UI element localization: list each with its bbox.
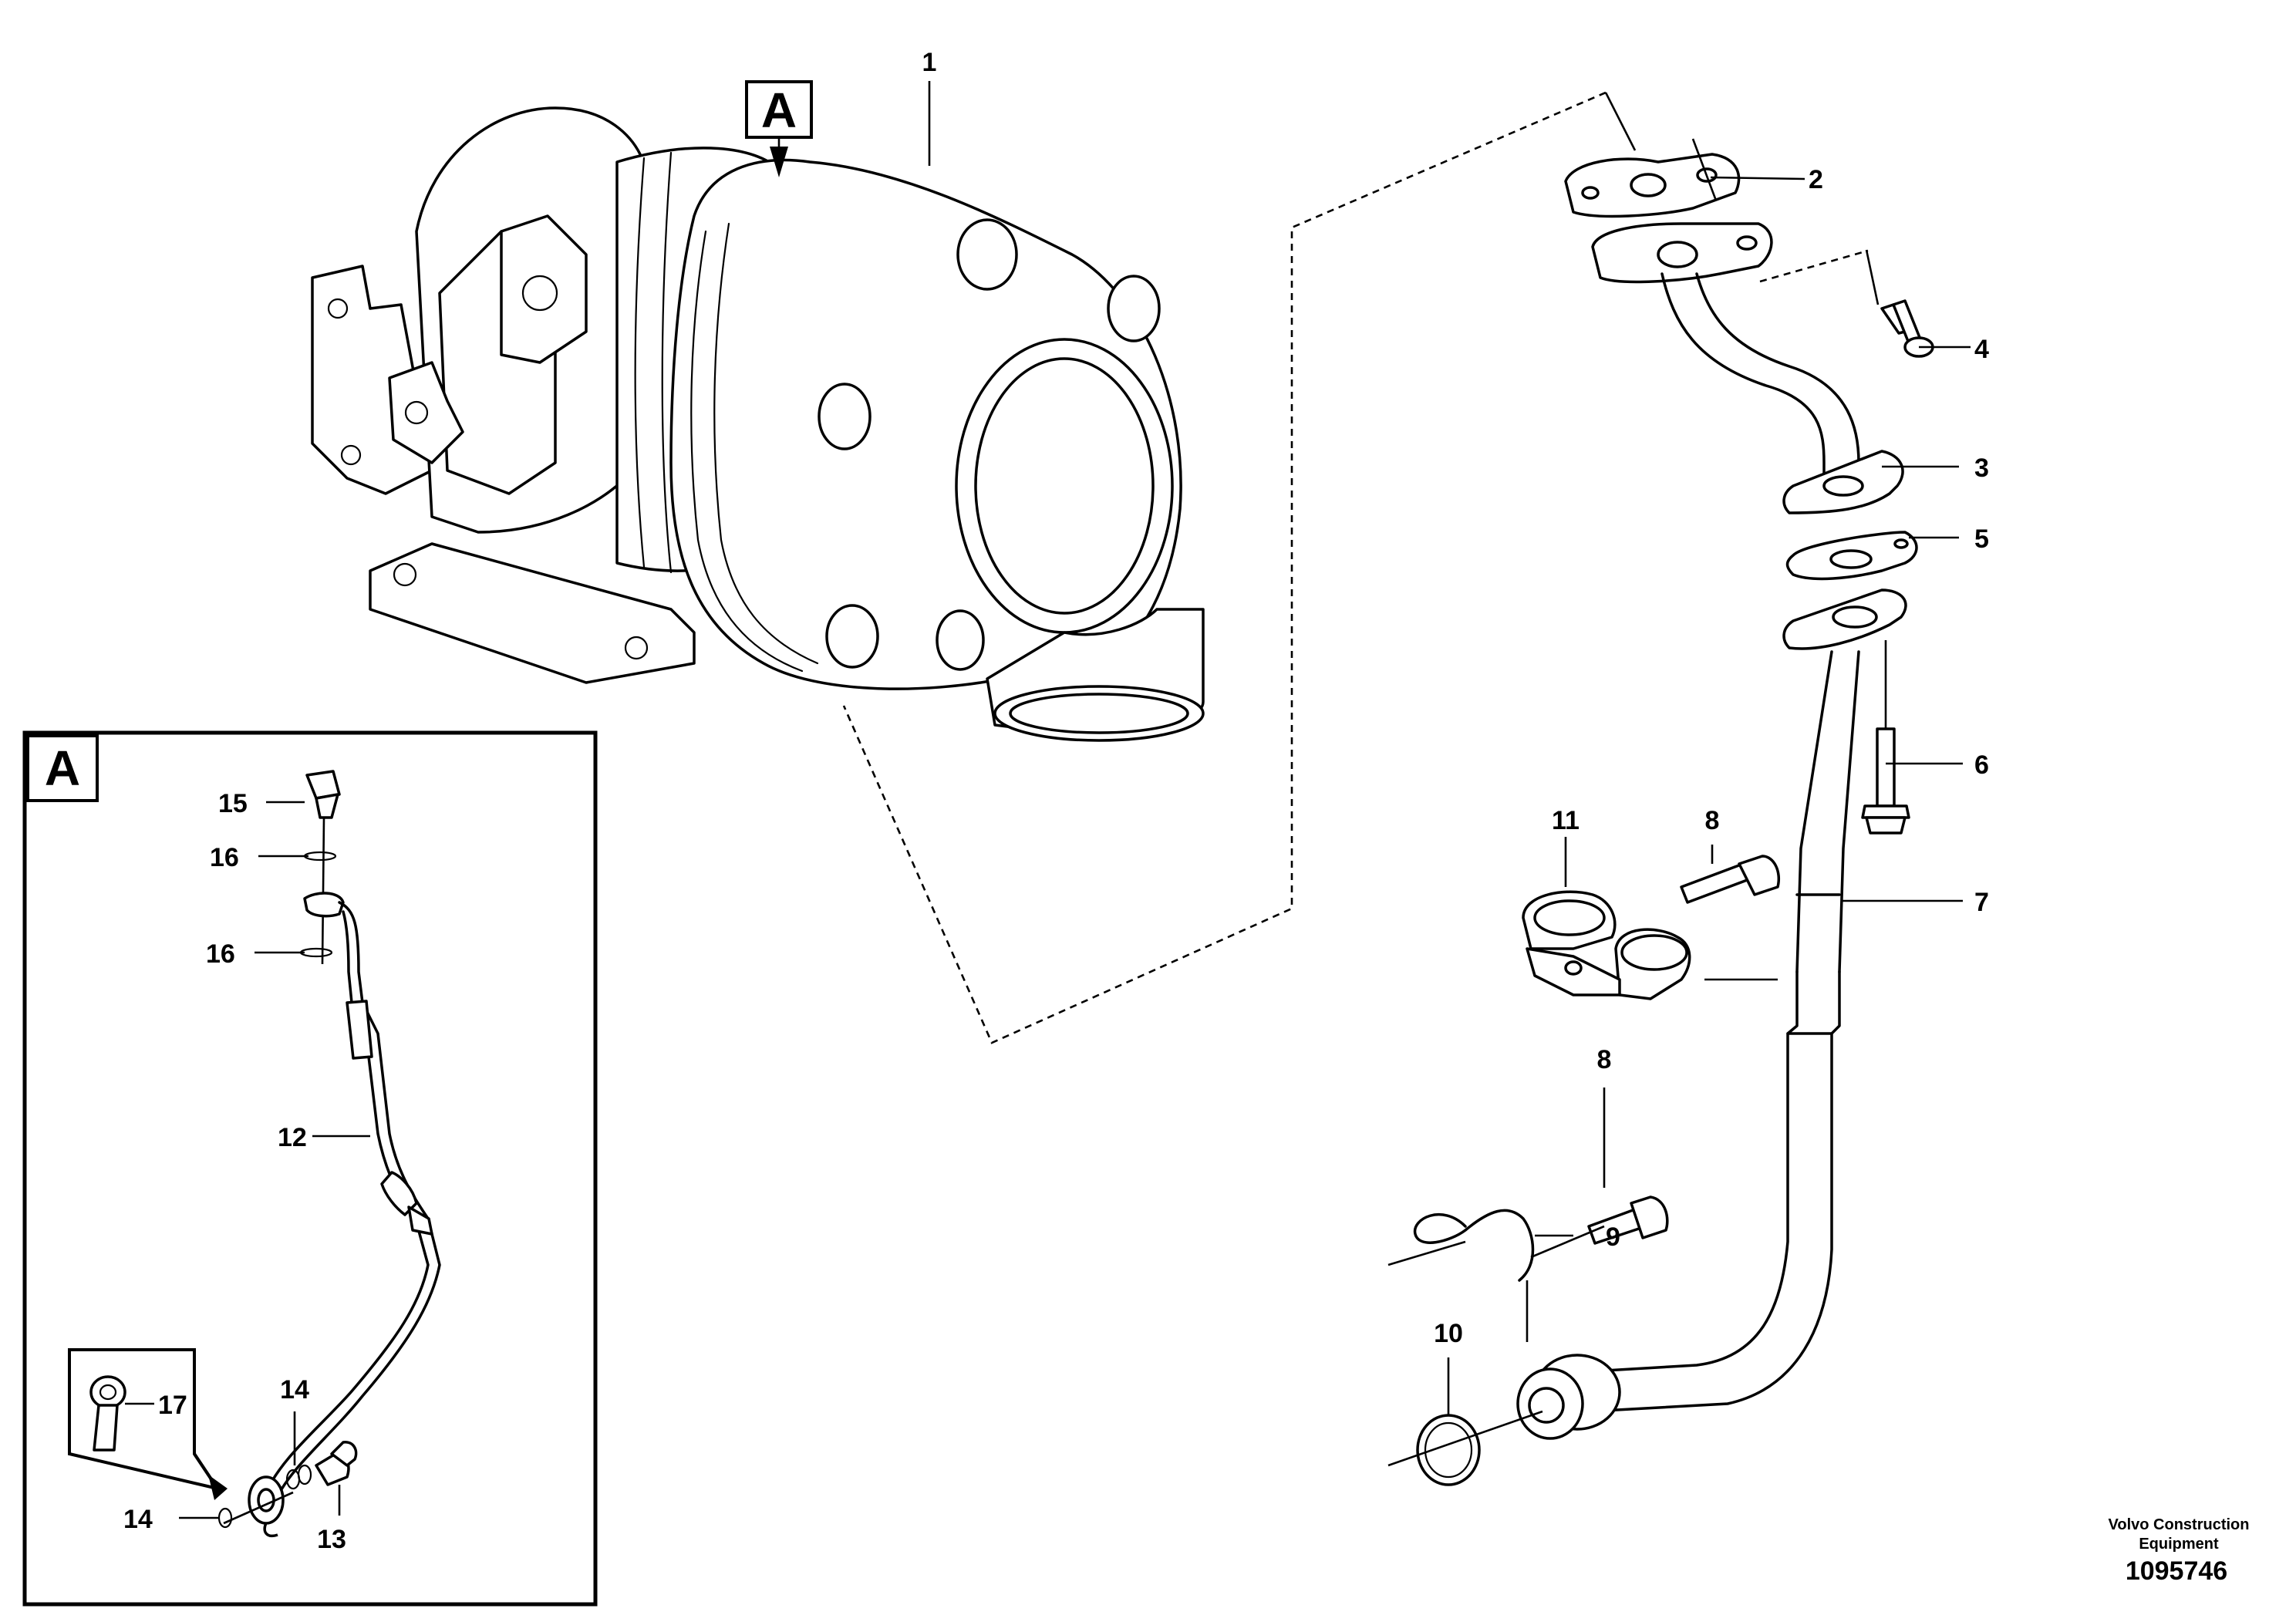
detail-a-inset: A [22,730,598,1607]
callout-16-lower: 16 [206,939,235,969]
callout-5: 5 [1974,524,1989,554]
callout-7: 7 [1974,888,1989,917]
callout-15: 15 [218,789,248,818]
detail-a-tag: A [761,83,797,138]
bolt-part-4 [1880,299,1934,358]
callout-6: 6 [1974,750,1989,780]
gasket-part-5 [1785,531,1918,581]
callout-17: 17 [158,1391,187,1420]
clip-part-9 [1413,1209,1535,1282]
callout-4: 4 [1974,335,1989,364]
callout-16-upper: 16 [210,843,239,872]
callout-8-upper: 8 [1705,806,1720,835]
callout-12: 12 [278,1123,307,1152]
drawing-number: 1095746 [2126,1556,2227,1586]
oil-return-pipe-upper [1591,222,1860,491]
callout-14-upper: 14 [280,1375,309,1404]
callout-8-lower: 8 [1597,1045,1612,1074]
flange-part-3 [1782,450,1904,514]
detail-a-pointer: A [745,80,813,177]
callout-10: 10 [1434,1319,1463,1348]
o-ring-part-10 [1416,1414,1481,1486]
turbocharger-assembly [311,106,1205,742]
brand-line-1: Volvo Construction [2109,1516,2250,1533]
callout-3: 3 [1974,454,1989,483]
bolt-part-8-lower [1587,1195,1669,1245]
clamp-part-11 [1522,890,1691,1000]
bolt-part-6 [1861,727,1910,835]
callout-13: 13 [317,1525,346,1554]
bolt-part-8-upper [1680,855,1780,904]
gasket-part-2 [1564,153,1741,218]
callout-2: 2 [1809,165,1823,194]
inset-a-tag: A [45,740,80,796]
oil-return-pipe-part-7 [1516,588,1907,1440]
callout-11: 11 [1552,806,1580,835]
brand-line-2: Equipment [2139,1536,2219,1553]
callout-1: 1 [922,48,937,77]
callout-9: 9 [1606,1222,1620,1252]
callout-14-lower: 14 [123,1505,153,1534]
